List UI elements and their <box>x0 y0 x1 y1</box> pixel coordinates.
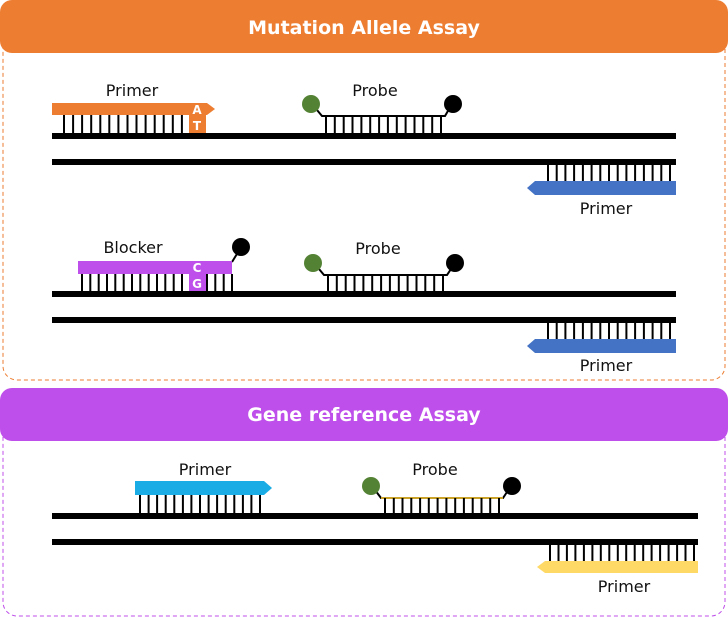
mutation-panel-title: Mutation Allele Assay <box>248 17 480 39</box>
reporter-dye-icon <box>304 254 322 272</box>
dna-bottom-strand <box>52 159 676 165</box>
probe-backbone <box>311 103 453 117</box>
reverse-primer-arrow <box>537 561 698 573</box>
dna-top-strand <box>52 513 698 519</box>
taqman-probe: Probe <box>362 460 521 513</box>
reverse-primer: Primer <box>527 165 676 218</box>
reverse-primer-rungs <box>547 165 671 181</box>
template-base-g: G <box>192 277 202 291</box>
dna-top-strand <box>52 133 676 139</box>
forward-primer-rungs <box>139 495 261 513</box>
forward-primer-arrow <box>135 481 272 495</box>
mismatch-base-highlight <box>189 103 206 133</box>
probe-backbone <box>371 485 512 499</box>
blocker-label: Blocker <box>103 238 163 257</box>
reverse-primer-label: Primer <box>580 356 633 375</box>
reverse-primer-rungs <box>549 545 695 561</box>
blocker-base-c: C <box>193 261 202 275</box>
probe-rungs <box>384 498 500 513</box>
taqman-probe: Probe <box>304 239 464 291</box>
reference-assay-panel: Gene reference Assay Primer Probe Primer <box>0 388 728 617</box>
blocker-base-highlight <box>189 261 206 291</box>
forward-primer-label: Primer <box>179 460 232 479</box>
forward-primer: A T Primer <box>52 81 215 133</box>
blocker-oligo: C G Blocker <box>78 238 250 291</box>
probe-label: Probe <box>412 460 457 479</box>
probe-rungs <box>325 116 442 133</box>
quencher-icon <box>503 477 521 495</box>
dna-top-strand <box>52 291 676 297</box>
probe-label: Probe <box>355 239 400 258</box>
reverse-primer-arrow <box>527 339 676 353</box>
forward-primer-arrow <box>52 103 215 115</box>
blocker-rungs <box>81 274 233 291</box>
reverse-primer: Primer <box>527 323 676 375</box>
reverse-primer: Primer <box>537 545 698 596</box>
forward-primer-label: Primer <box>106 81 159 100</box>
probe-label: Probe <box>352 81 397 100</box>
reporter-dye-icon <box>302 95 320 113</box>
mutation-assay-panel: Mutation Allele Assay A T Primer Probe <box>0 0 728 381</box>
primer-base-a: A <box>192 103 202 117</box>
mutation-scenario-2: C G Blocker Probe Primer <box>52 238 676 375</box>
mutation-scenario-1: A T Primer Probe Primer <box>52 81 676 218</box>
quencher-icon <box>444 95 462 113</box>
reverse-primer-label: Primer <box>598 577 651 596</box>
reverse-primer-rungs <box>547 323 671 339</box>
mutation-panel-header <box>0 0 728 53</box>
dna-bottom-strand <box>52 317 676 323</box>
reference-panel-title: Gene reference Assay <box>247 404 481 426</box>
reporter-dye-icon <box>362 477 380 495</box>
reference-panel-header <box>0 388 728 441</box>
reverse-primer-label: Primer <box>580 199 633 218</box>
reverse-primer-arrow <box>527 181 676 195</box>
taqman-probe: Probe <box>302 81 462 133</box>
probe-rungs <box>327 275 444 291</box>
forward-primer: Primer <box>135 460 272 513</box>
blocker-quencher-icon <box>232 238 250 256</box>
probe-backbone <box>313 262 456 276</box>
dna-bottom-strand <box>52 539 698 545</box>
blocker-bar <box>78 261 232 274</box>
quencher-icon <box>446 254 464 272</box>
forward-primer-rungs <box>63 115 201 133</box>
template-base-t: T <box>193 119 202 133</box>
